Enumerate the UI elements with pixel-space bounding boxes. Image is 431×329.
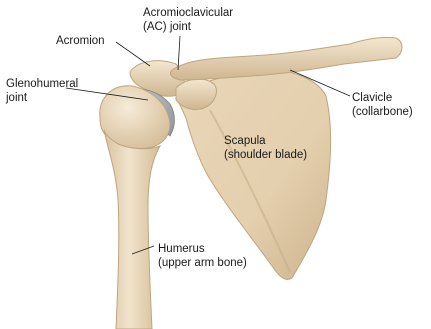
label-glenohumeral-line1: Glenohumeral — [6, 77, 78, 91]
label-clavicle: Clavicle (collarbone) — [352, 91, 413, 119]
label-humerus-line1: Humerus — [158, 242, 247, 256]
label-acromion-line1: Acromion — [56, 34, 105, 48]
label-clavicle-line1: Clavicle — [352, 91, 413, 105]
label-humerus: Humerus (upper arm bone) — [158, 242, 247, 270]
label-humerus-line2: (upper arm bone) — [158, 256, 247, 270]
label-clavicle-line2: (collarbone) — [352, 105, 413, 119]
label-scapula-line1: Scapula — [224, 134, 307, 148]
leader-acromion — [116, 42, 150, 66]
label-scapula-line2: (shoulder blade) — [224, 148, 307, 162]
label-scapula: Scapula (shoulder blade) — [224, 134, 307, 162]
label-acromioclavicular-line2: (AC) joint — [143, 20, 233, 34]
label-acromioclavicular-joint: Acromioclavicular (AC) joint — [143, 6, 233, 34]
label-acromion: Acromion — [56, 34, 105, 48]
label-acromioclavicular-line1: Acromioclavicular — [143, 6, 233, 20]
humerus-shaft — [104, 130, 160, 329]
leader-ac-joint — [178, 36, 180, 70]
label-glenohumeral-line2: joint — [6, 91, 78, 105]
label-glenohumeral-joint: Glenohumeral joint — [6, 77, 78, 105]
